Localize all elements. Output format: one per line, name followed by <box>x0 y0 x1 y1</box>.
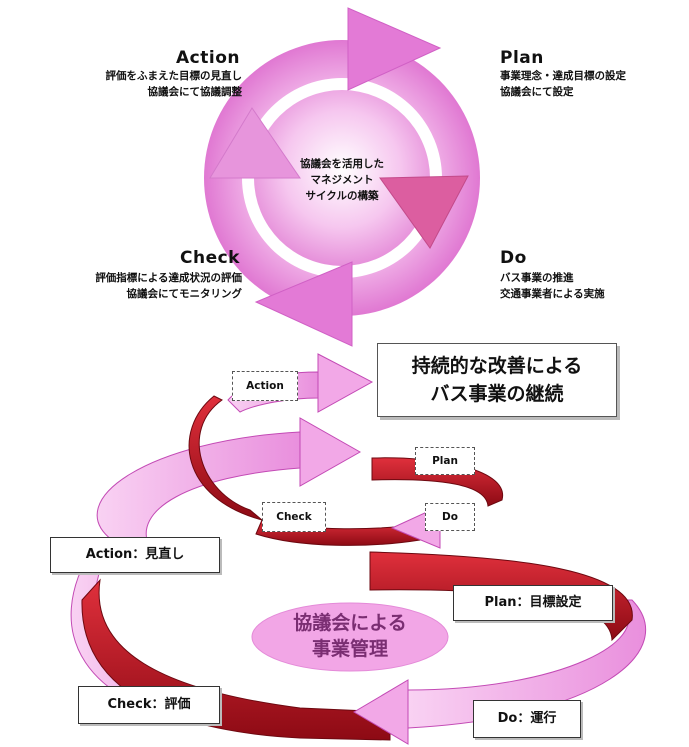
cycle-center-line: 協議会を活用した <box>300 158 384 170</box>
cycle-action-desc: 評価をふまえた目標の見直し 協議会にて協議調整 <box>0 68 243 100</box>
cycle-do-line: 交通事業者による実施 <box>500 288 605 300</box>
council-line: 協議会による <box>293 612 407 634</box>
cycle-center-text: 協議会を活用した マネジメント サイクルの構築 <box>262 156 422 204</box>
cycle-action-title: Action <box>176 48 240 68</box>
council-ellipse <box>251 602 449 672</box>
cycle-center-line: サイクルの構築 <box>305 190 379 202</box>
cycle-arrow-do-icon <box>379 175 469 249</box>
cycle-plan-title: Plan <box>500 48 544 68</box>
large-do-label: Do：運行 <box>473 700 581 738</box>
large-check-label: Check：評価 <box>78 686 220 724</box>
cycle-do-title: Do <box>500 248 527 268</box>
cycle-arrow-check-icon <box>254 261 353 347</box>
cycle-check-line: 協議会にてモニタリング <box>126 288 243 300</box>
cycle-action-line: 評価をふまえた目標の見直し <box>105 70 243 82</box>
cycle-center-line: マネジメント <box>310 174 374 186</box>
cycle-action-line: 協議会にて協議調整 <box>147 86 243 98</box>
small-check-label: Check <box>262 502 326 532</box>
cycle-do-line: バス事業の推進 <box>500 272 574 284</box>
cycle-check-title: Check <box>180 248 240 268</box>
cycle-check-desc: 評価指標による達成状況の評価 協議会にてモニタリング <box>0 270 242 302</box>
spiral-arrow-goal-icon <box>317 353 374 413</box>
small-action-label: Action <box>232 371 298 401</box>
cycle-do-desc: バス事業の推進 交通事業者による実施 <box>500 270 605 302</box>
spiral-arrow-upper-icon <box>299 417 362 487</box>
large-action-label: Action：見直し <box>50 537 220 573</box>
large-plan-label: Plan：目標設定 <box>453 585 613 621</box>
cycle-check-line: 評価指標による達成状況の評価 <box>95 272 242 284</box>
cycle-ring <box>204 40 480 316</box>
small-do-label: Do <box>425 503 475 531</box>
cycle-plan-desc: 事業理念・達成目標の設定 協議会にて設定 <box>500 68 626 100</box>
cycle-plan-line: 協議会にて設定 <box>500 86 574 98</box>
small-plan-label: Plan <box>415 447 475 475</box>
goal-line: バス事業の継続 <box>430 383 564 405</box>
council-text: 協議会による 事業管理 <box>252 600 448 672</box>
cycle-arrow-action-icon <box>209 107 301 179</box>
cycle-arrow-plan-icon <box>347 7 442 91</box>
cycle-plan-line: 事業理念・達成目標の設定 <box>500 70 626 82</box>
goal-line: 持続的な改善による <box>411 355 583 377</box>
goal-box: 持続的な改善による バス事業の継続 <box>377 343 617 417</box>
council-line: 事業管理 <box>311 638 388 660</box>
